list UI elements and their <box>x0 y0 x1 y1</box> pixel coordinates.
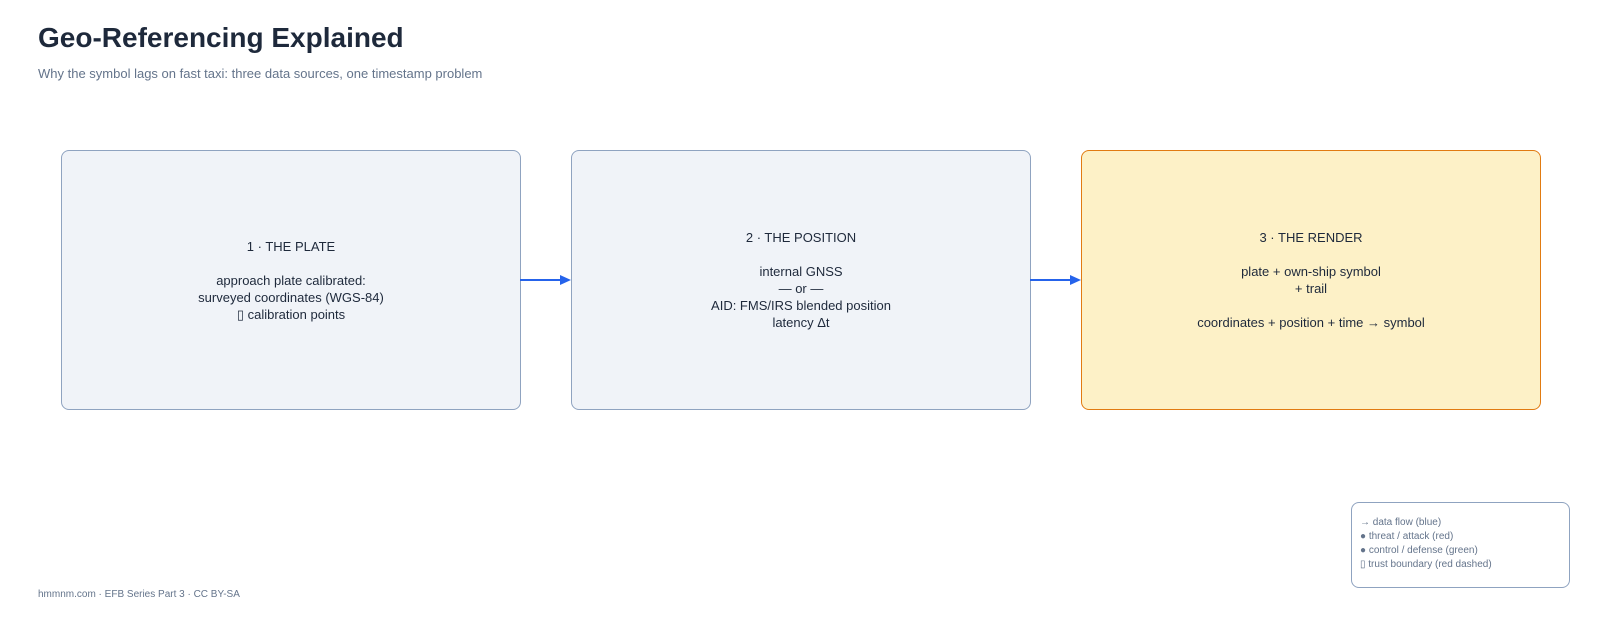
render-box-heading: 3 · THE RENDER <box>1259 230 1363 245</box>
position-box-heading: 2 · THE POSITION <box>745 230 857 245</box>
render-box: 3 · THE RENDER plate + own-ship symbol +… <box>1081 150 1541 410</box>
plate-box-line: ▯ calibration points <box>236 306 346 322</box>
position-box-line: AID: FMS/IRS blended position <box>711 298 891 313</box>
data-flow-arrow <box>520 275 571 285</box>
page-title: Geo-Referencing Explained <box>38 22 404 53</box>
plate-box: 1 · THE PLATE approach plate calibrated:… <box>61 150 521 410</box>
page-subtitle: Why the symbol lags on fast taxi: three … <box>38 66 483 81</box>
plate-box-line: approach plate calibrated: <box>216 272 366 288</box>
render-box-line: + trail <box>1294 281 1328 296</box>
legend-item-control: ● control / defense (green) <box>1360 545 1478 556</box>
legend-item-trust-boundary: ▯ trust boundary (red dashed) <box>1360 559 1492 570</box>
data-flow-arrow <box>1030 275 1081 285</box>
render-box-line: plate + own-ship symbol <box>1241 264 1381 279</box>
plate-box-line: surveyed coordinates (WGS-84) <box>198 289 384 305</box>
render-box-line: coordinates + position + time → symbol <box>1197 315 1425 330</box>
legend-item-data-flow: → data flow (blue) <box>1360 517 1442 528</box>
plate-box-heading: 1 · THE PLATE <box>246 238 336 254</box>
position-box-line: — or — <box>778 281 824 296</box>
legend-item-threat: ● threat / attack (red) <box>1360 531 1454 542</box>
position-box-line: latency Δt <box>772 315 830 330</box>
position-box-line: internal GNSS <box>759 264 843 279</box>
legend: → data flow (blue) ● threat / attack (re… <box>1351 502 1570 588</box>
footer-credit: hmmnm.com · EFB Series Part 3 · CC BY-SA <box>38 589 240 600</box>
position-box: 2 · THE POSITION internal GNSS — or — AI… <box>571 150 1031 410</box>
